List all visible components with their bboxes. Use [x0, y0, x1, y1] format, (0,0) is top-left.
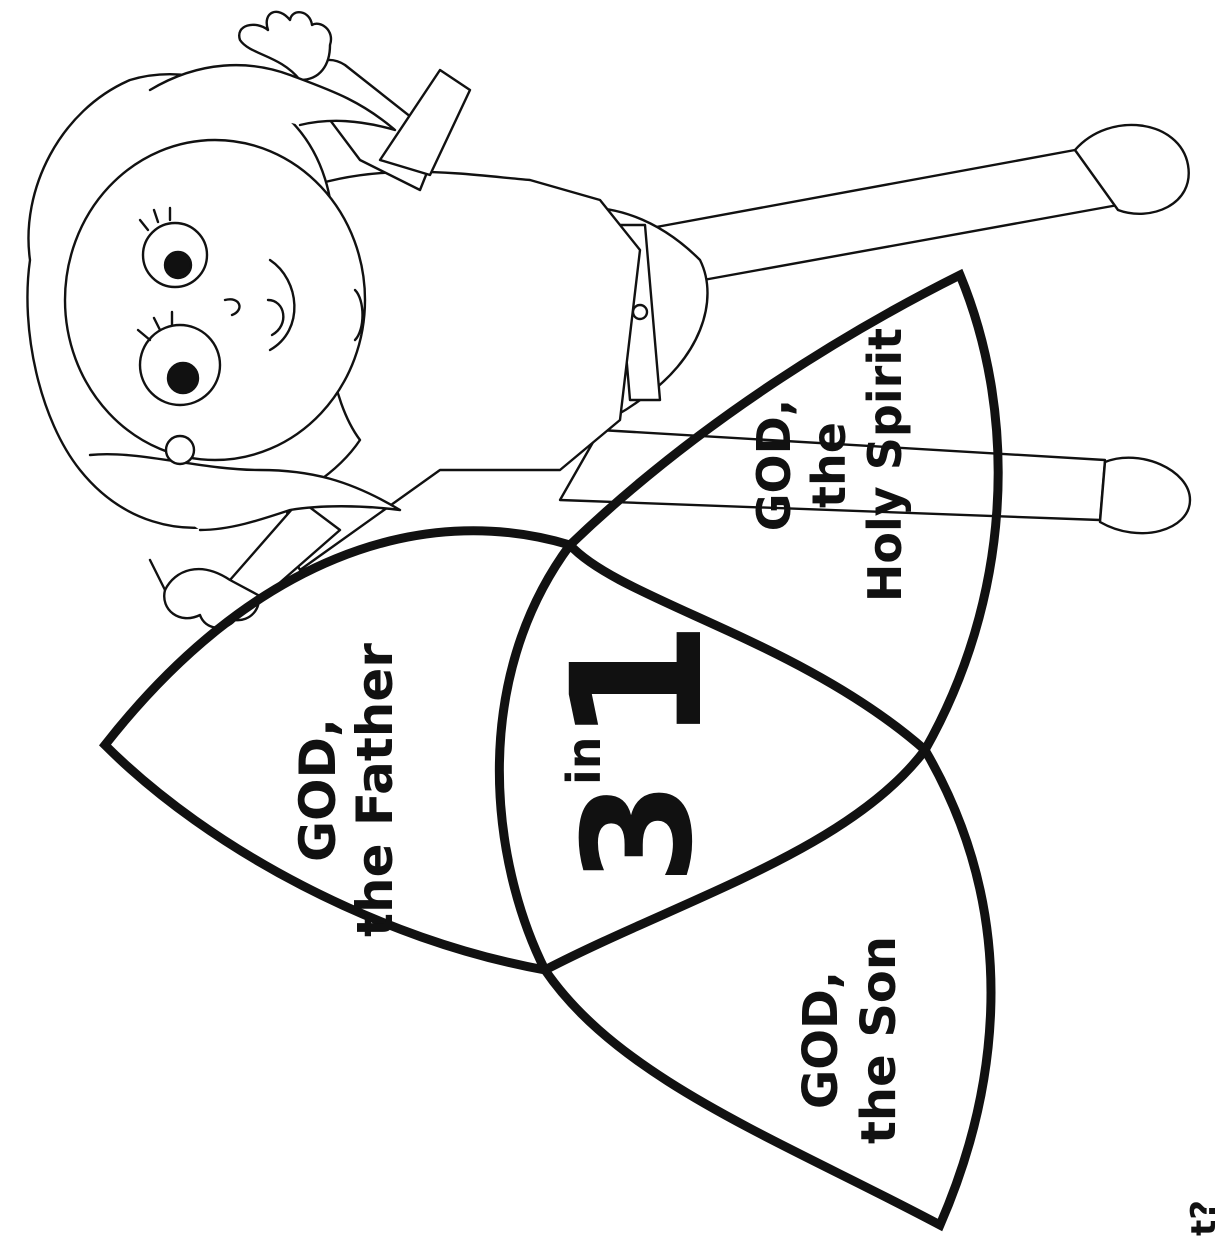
belt-buckle	[633, 305, 647, 319]
spirit-line3: Holy Spirit	[858, 328, 912, 602]
girl-face	[65, 140, 365, 460]
label-son: GOD, the Son	[793, 936, 907, 1144]
father-line1: GOD,	[289, 718, 347, 862]
son-line2: the Son	[851, 936, 907, 1144]
girl-upper-leg	[640, 150, 1118, 290]
girl-earring	[166, 436, 194, 464]
father-line2: the Father	[346, 643, 404, 937]
label-center: 3 in 1	[534, 620, 743, 885]
spirit-line2: the	[802, 422, 856, 508]
cropped-edge-text: t?	[1184, 1200, 1215, 1236]
girl-illustration	[27, 12, 1190, 628]
girl-left-pupil	[165, 252, 191, 278]
center-three: 3	[552, 781, 726, 885]
spirit-line1: GOD,	[747, 399, 801, 532]
label-father: GOD, the Father	[289, 643, 404, 937]
son-line1: GOD,	[793, 971, 849, 1109]
center-one: 1	[534, 620, 743, 745]
girl-lower-shoe	[1100, 458, 1190, 534]
label-spirit: GOD, the Holy Spirit	[747, 328, 912, 602]
girl-right-pupil	[168, 363, 198, 393]
